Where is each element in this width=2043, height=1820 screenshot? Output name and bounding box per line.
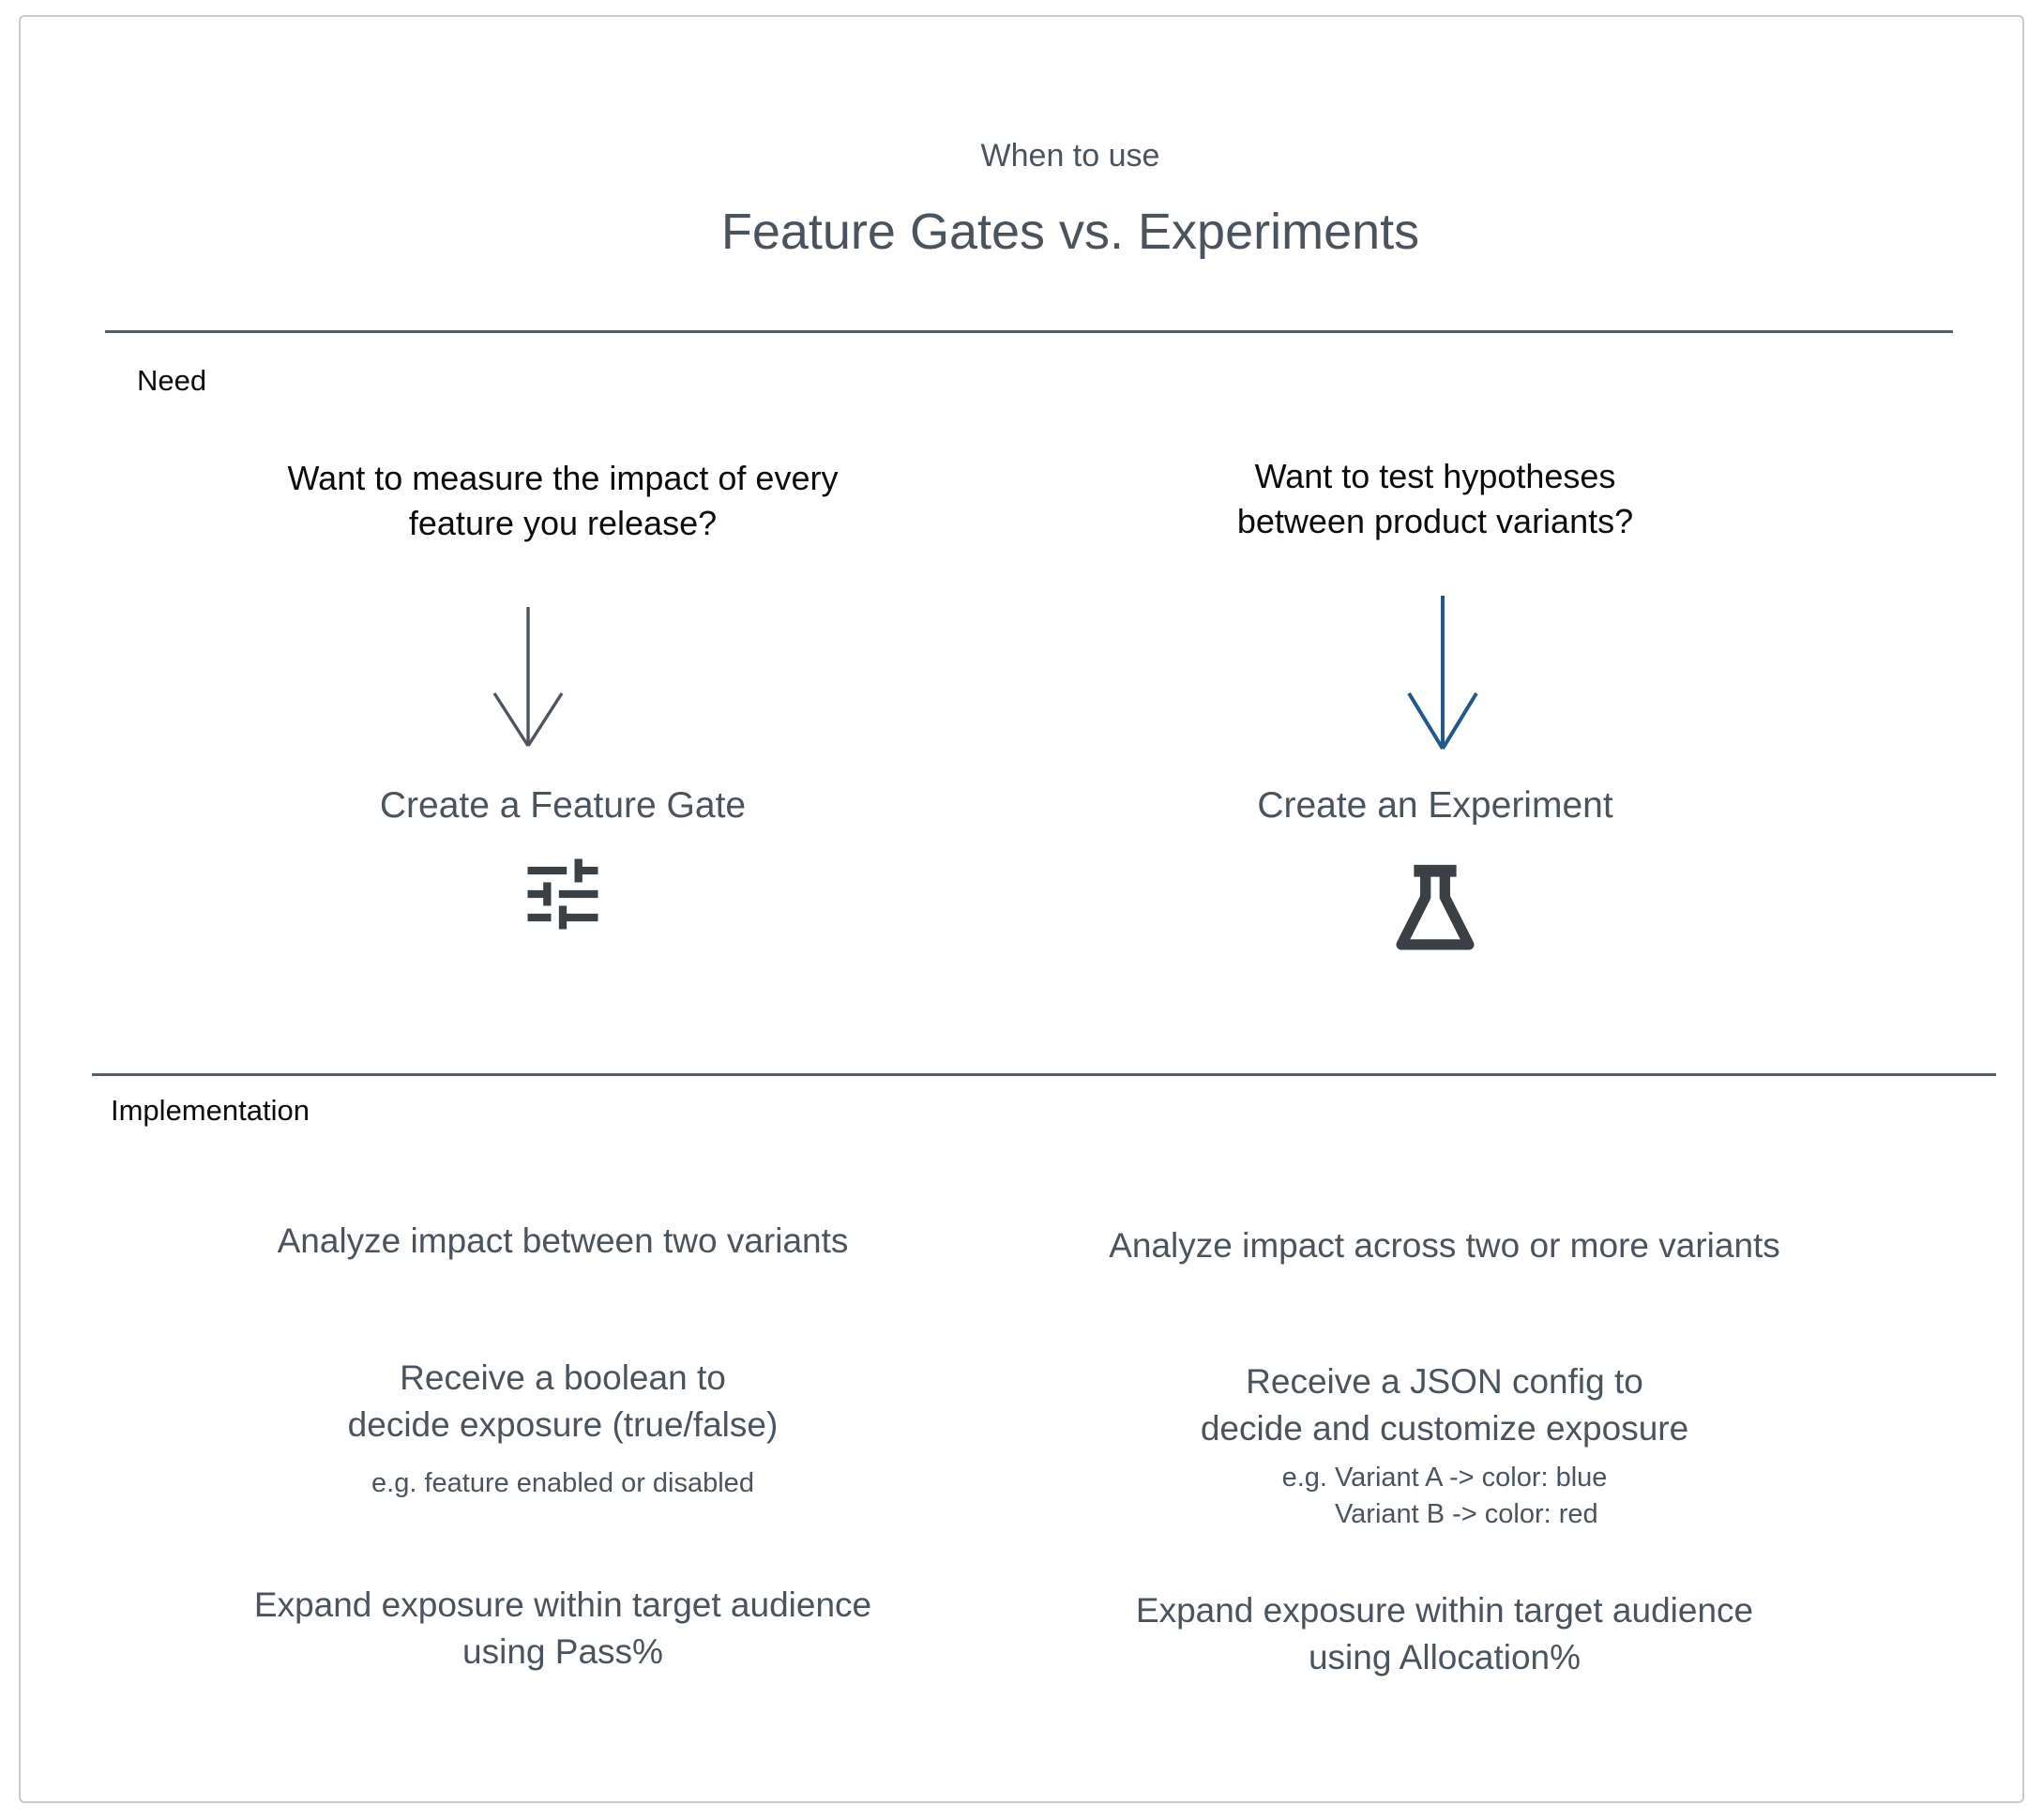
- experiment-example-lines: e.g. Variant A -> color: blue Variant B …: [1281, 1463, 1608, 1530]
- create-feature-gate-label: Create a Feature Gate: [379, 785, 747, 826]
- feature-gate-question: Want to measure the impact of every feat…: [287, 459, 839, 543]
- need-section-divider: [105, 330, 1953, 333]
- feature-gate-receive-text: Receive a boolean to decide exposure (tr…: [347, 1358, 779, 1444]
- experiment-receive-text: Receive a JSON config to decide and cust…: [1200, 1362, 1689, 1448]
- experiment-question: Want to test hypotheses between product …: [1236, 457, 1634, 541]
- feature-gate-example-text: e.g. feature enabled or disabled: [371, 1468, 754, 1498]
- feature-gate-expand-text: Expand exposure within target audience u…: [253, 1585, 872, 1671]
- tune-sliders-icon: [141, 847, 985, 946]
- kicker-text: When to use: [980, 138, 1160, 174]
- need-section-label: Need: [137, 364, 207, 397]
- page-title: Feature Gates vs. Experiments: [720, 204, 1420, 260]
- create-experiment-label: Create an Experiment: [1257, 785, 1613, 826]
- down-arrow-icon-feature-gate: [481, 605, 575, 752]
- experiment-analyze-text: Analyze impact across two or more varian…: [1109, 1226, 1780, 1265]
- diagram-frame: [19, 15, 2024, 1803]
- implementation-section-divider: [92, 1073, 1996, 1076]
- flask-icon: [1013, 856, 1857, 971]
- implementation-section-label: Implementation: [111, 1094, 310, 1127]
- experiment-example-text: e.g. Variant A -> color: blue Variant B …: [1022, 1460, 1867, 1533]
- feature-gate-analyze-text: Analyze impact between two variants: [277, 1221, 849, 1260]
- down-arrow-icon-experiment: [1396, 594, 1490, 755]
- experiment-expand-text: Expand exposure within target audience u…: [1135, 1591, 1754, 1676]
